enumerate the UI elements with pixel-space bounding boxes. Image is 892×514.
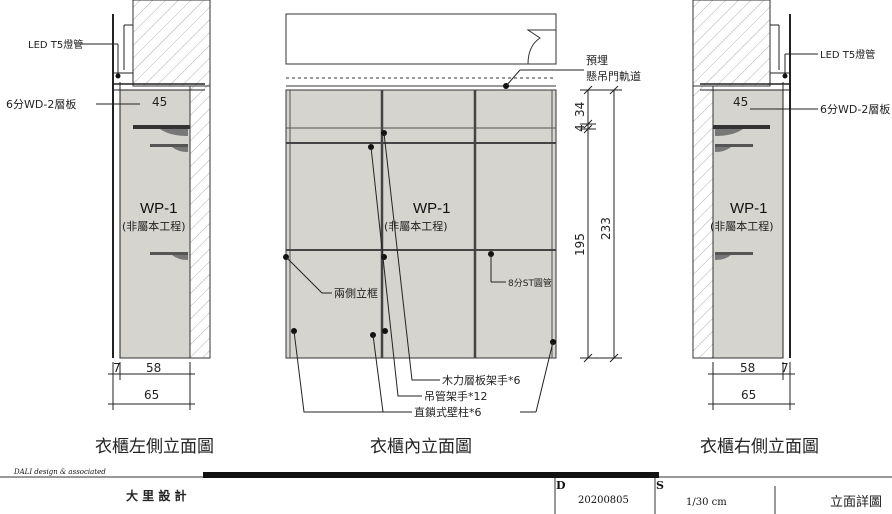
date-marker: D: [556, 479, 566, 492]
center-rail-label-1: 預埋: [586, 54, 608, 67]
left-shelf: [133, 125, 190, 129]
center-callout-1-leader: [383, 132, 440, 381]
right-shelf-label: 6分WD-2層板: [820, 102, 890, 116]
left-dim-total: 65: [144, 388, 159, 402]
center-frame-leader: [285, 256, 323, 294]
center-callout-3-leader-c: [535, 341, 554, 413]
left-led-dot: [115, 73, 121, 79]
right-led-box: [769, 72, 791, 85]
left-wall-hatch-side: [189, 85, 211, 359]
title-block: DALI design & associated 大 里 設 計 D 20200…: [0, 468, 892, 514]
center-view-title: 衣櫃內立面圖: [370, 437, 472, 457]
drawing-name: 立面詳圖: [830, 494, 882, 510]
title-block-heavy-bar: [203, 472, 659, 478]
left-led-label: LED T5燈管: [28, 38, 83, 51]
right-wall-hatch-top: [692, 0, 771, 87]
right-dim-top: 45: [733, 95, 748, 109]
left-rod-1: [150, 144, 188, 147]
center-dim-34: 34: [573, 102, 587, 117]
center-callout-3: 直鎖式壁柱*6: [414, 405, 482, 419]
right-view-title: 衣櫃右側立面圖: [700, 437, 819, 457]
center-dim-slash-6: [609, 353, 619, 363]
left-side-elevation: LED T5燈管 6分WD-2層板 45 WP-1 (非屬本工程) 7 58 6…: [6, 0, 214, 457]
center-tube-label: 8分ST圓管: [508, 277, 552, 289]
left-rod-2: [150, 252, 188, 255]
drawing-scale: 1/30 cm: [686, 497, 727, 508]
right-rod-2: [715, 252, 753, 255]
center-dot-8: [382, 328, 388, 334]
left-material-code: WP-1: [140, 200, 178, 217]
right-shelf: [713, 125, 770, 129]
right-material-code: WP-1: [730, 200, 768, 217]
right-dim-inner: 58: [740, 361, 755, 375]
center-callout-2-leader: [370, 146, 422, 397]
right-material-note: (非屬本工程): [710, 219, 774, 233]
center-dot-3: [381, 254, 387, 260]
left-dim-inner: 58: [146, 361, 161, 375]
right-rod-1: [715, 144, 753, 147]
center-panel: [285, 89, 557, 359]
drawing-date: 20200805: [578, 495, 629, 506]
left-shelf-bracket: [160, 129, 188, 136]
right-dim-small: 7: [781, 361, 789, 375]
center-side-frame-label: 兩側立框: [334, 286, 378, 300]
left-view-title: 衣櫃左側立面圖: [95, 437, 214, 457]
center-dim-slash-4: [583, 353, 593, 363]
center-dim-slash-3: [583, 124, 593, 134]
center-dim-slash-1: [583, 85, 593, 95]
company-name: DALI design & associated: [13, 468, 106, 476]
left-dim-top: 45: [152, 95, 167, 109]
center-dim-slash-2: [583, 119, 593, 129]
center-material-code: WP-1: [413, 200, 451, 217]
center-callout-2: 吊管架手*12: [424, 389, 488, 403]
company-name-cn: 大 里 設 計: [126, 488, 187, 503]
right-rod-1-bracket: [715, 147, 731, 152]
center-callout-3-leader: [293, 330, 412, 413]
left-wall-hatch-top: [132, 0, 211, 87]
center-rail-leader: [505, 69, 521, 87]
scale-marker: S: [656, 479, 664, 492]
left-dim-small: 7: [113, 361, 121, 375]
right-shelf-bracket: [715, 129, 743, 136]
center-callout-3-leader-b: [372, 334, 384, 413]
center-top-box: [285, 13, 557, 65]
center-material-note: (非屬本工程): [384, 219, 448, 233]
center-rail-label-2: 懸吊門軌道: [586, 69, 641, 83]
center-dim-233: 233: [599, 217, 613, 240]
left-material-note: (非屬本工程): [122, 219, 186, 233]
right-side-elevation: LED T5燈管 6分WD-2層板 45 WP-1 (非屬本工程) 58 7 6…: [692, 0, 890, 457]
right-led-label: LED T5燈管: [820, 48, 875, 61]
left-led-box: [112, 72, 134, 85]
left-rod-2-bracket: [172, 255, 188, 260]
center-top-corner: [526, 29, 557, 65]
left-rod-1-bracket: [172, 147, 188, 152]
right-led-dot: [782, 73, 788, 79]
center-callout-1: 木力層板架手*6: [442, 373, 521, 387]
right-dim-total: 65: [741, 388, 756, 402]
interior-elevation: WP-1 (非屬本工程) 預埋 懸吊門軌道 8分ST圓管 兩側立框 木力層板架手…: [283, 13, 641, 457]
center-dim-slash-5: [609, 85, 619, 95]
center-dim-195: 195: [573, 233, 587, 256]
center-dim-4: 4: [573, 124, 587, 132]
left-shelf-label: 6分WD-2層板: [6, 97, 76, 111]
right-rod-2-bracket: [715, 255, 731, 260]
